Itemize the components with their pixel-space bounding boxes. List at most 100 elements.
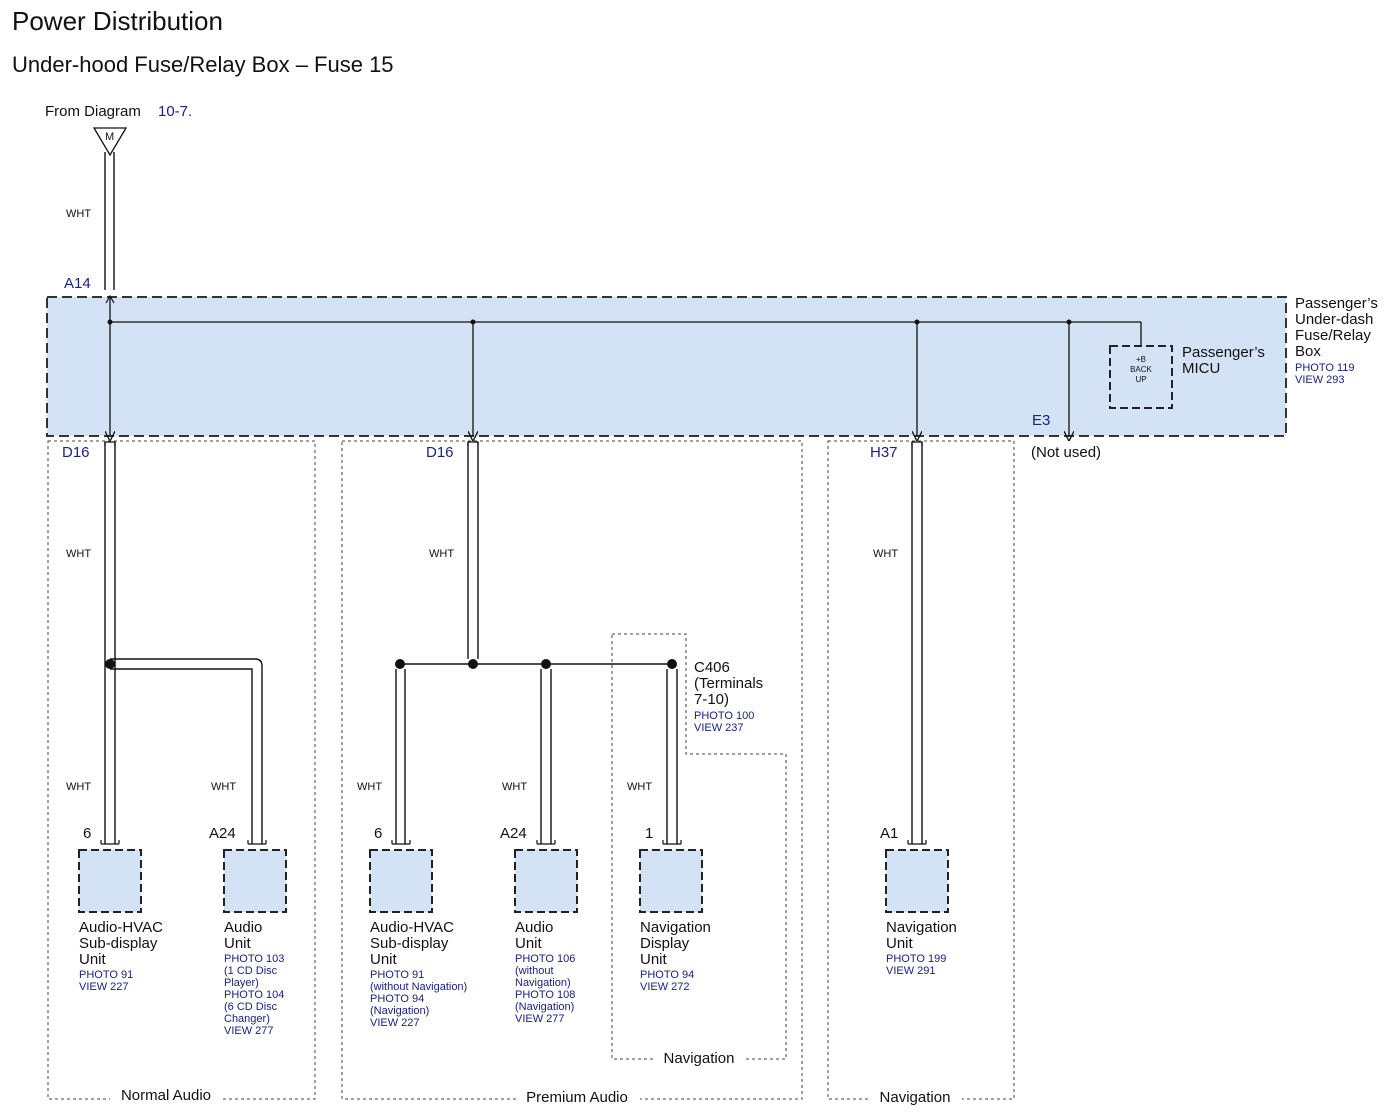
navigation-unit (885, 849, 949, 913)
unit-ref[interactable]: (Navigation) (515, 1001, 574, 1013)
normal-audio-wires (104, 442, 263, 844)
label-bg (654, 1050, 744, 1068)
terminal-d16-normal: D16 (62, 444, 90, 461)
label-bg (110, 1087, 220, 1105)
pin-label: A24 (500, 825, 527, 842)
pin-label: 1 (645, 825, 653, 842)
page-subtitle: Under-hood Fuse/Relay Box – Fuse 15 (12, 52, 394, 77)
splice-node (667, 659, 677, 669)
bus-node (470, 319, 476, 325)
unit-name: Audio (224, 919, 262, 936)
section-premium-audio (341, 440, 803, 1100)
from-diagram-label: From Diagram (45, 103, 141, 120)
unit-ref[interactable]: VIEW 227 (79, 981, 129, 993)
wire-color-label: WHT (502, 781, 527, 793)
fuse-box-ref[interactable]: PHOTO 119 (1295, 362, 1355, 374)
unit-ref[interactable]: VIEW 277 (224, 1025, 274, 1037)
unit-name: Unit (515, 935, 543, 952)
premium-audio-wires (395, 442, 678, 844)
unit-ref[interactable]: (Navigation) (370, 1005, 429, 1017)
pin-cap (662, 840, 682, 845)
unit-ref[interactable]: PHOTO 91 (370, 969, 424, 981)
unit-ref[interactable]: (6 CD Disc (224, 1001, 278, 1013)
splice-node (105, 659, 115, 669)
unit-name: Display (640, 935, 690, 952)
unit-name: Audio-HVAC (370, 919, 454, 936)
unit-ref[interactable]: VIEW 277 (515, 1013, 565, 1025)
fuse-box-name: Passenger’s (1295, 295, 1378, 312)
fuse-box-name: Box (1295, 343, 1321, 360)
unit-ref[interactable]: VIEW 227 (370, 1017, 420, 1029)
unit-ref[interactable]: PHOTO 108 (515, 989, 575, 1001)
pin-cap (536, 840, 556, 845)
unit-ref[interactable]: PHOTO 103 (224, 953, 284, 965)
label-bg (870, 1089, 962, 1107)
navigation-subsection (611, 633, 787, 1060)
terminal-cap (911, 441, 923, 446)
section-label-premium-audio: Premium Audio (526, 1089, 628, 1106)
navigation-wire (911, 442, 923, 844)
section-label-normal-audio: Normal Audio (121, 1087, 211, 1104)
audio-unit (223, 849, 287, 913)
terminal-a14: A14 (64, 275, 91, 292)
unit-ref[interactable]: PHOTO 104 (224, 989, 284, 1001)
unit-ref[interactable]: VIEW 291 (886, 965, 936, 977)
unit-name: Audio-HVAC (79, 919, 163, 936)
fuse-relay-box (46, 296, 1287, 437)
c406-ref[interactable]: PHOTO 100 (694, 710, 754, 722)
section-navigation (827, 440, 1015, 1100)
navigation-display-unit (639, 849, 703, 913)
splice-node (395, 659, 405, 669)
pin-cap (391, 840, 411, 845)
pin-cap (100, 840, 120, 845)
wire-color-label: WHT (66, 208, 91, 220)
pin-label: 6 (83, 825, 91, 842)
unit-name: Navigation (886, 919, 957, 936)
a14-input-arrow (105, 294, 115, 304)
e3-note: (Not used) (1031, 444, 1101, 461)
terminal-e3: E3 (1032, 412, 1050, 429)
c406-label: (Terminals (694, 675, 763, 692)
terminal-h37: H37 (870, 444, 898, 461)
splice-node (468, 659, 478, 669)
unit-ref[interactable]: Player) (224, 977, 259, 989)
unit-name: Unit (886, 935, 914, 952)
wire-color-label: WHT (66, 548, 91, 560)
bus-node (1066, 319, 1072, 325)
unit-name: Unit (224, 935, 252, 952)
unit-ref[interactable]: Changer) (224, 1013, 270, 1025)
wire-color-label: WHT (429, 548, 454, 560)
micu-label: MICU (1182, 360, 1220, 377)
audio-hvac-subdisplay-unit (78, 849, 142, 913)
page-title: Power Distribution (12, 6, 223, 36)
unit-ref[interactable]: PHOTO 94 (640, 969, 694, 981)
unit-ref[interactable]: PHOTO 106 (515, 953, 575, 965)
unit-ref[interactable]: Navigation) (515, 977, 571, 989)
unit-name: Unit (640, 951, 668, 968)
fuse-box-ref[interactable]: VIEW 293 (1295, 374, 1345, 386)
wire-color-label: WHT (211, 781, 236, 793)
pin-cap (907, 840, 927, 845)
unit-name: Navigation (640, 919, 711, 936)
unit-ref[interactable]: PHOTO 91 (79, 969, 133, 981)
unit-ref[interactable]: PHOTO 94 (370, 993, 424, 1005)
label-bg (516, 1089, 640, 1107)
from-diagram-link[interactable]: 10-7. (158, 103, 192, 120)
unit-ref[interactable]: VIEW 272 (640, 981, 690, 993)
wire-color-label: WHT (873, 548, 898, 560)
micu-label: Passenger’s (1182, 344, 1265, 361)
unit-name: Sub-display (370, 935, 449, 952)
micu-box-line: +B (1136, 355, 1146, 364)
splice-node (541, 659, 551, 669)
wire-color-label: WHT (357, 781, 382, 793)
unit-ref[interactable]: (without (515, 965, 554, 977)
bus-node (914, 319, 920, 325)
source-connector-letter: M (105, 131, 114, 143)
unit-ref[interactable]: (without Navigation) (370, 981, 467, 993)
unit-ref[interactable]: PHOTO 199 (886, 953, 946, 965)
wire-color-label: WHT (627, 781, 652, 793)
unit-ref[interactable]: (1 CD Disc (224, 965, 278, 977)
bus-node (107, 319, 113, 325)
c406-ref[interactable]: VIEW 237 (694, 722, 744, 734)
